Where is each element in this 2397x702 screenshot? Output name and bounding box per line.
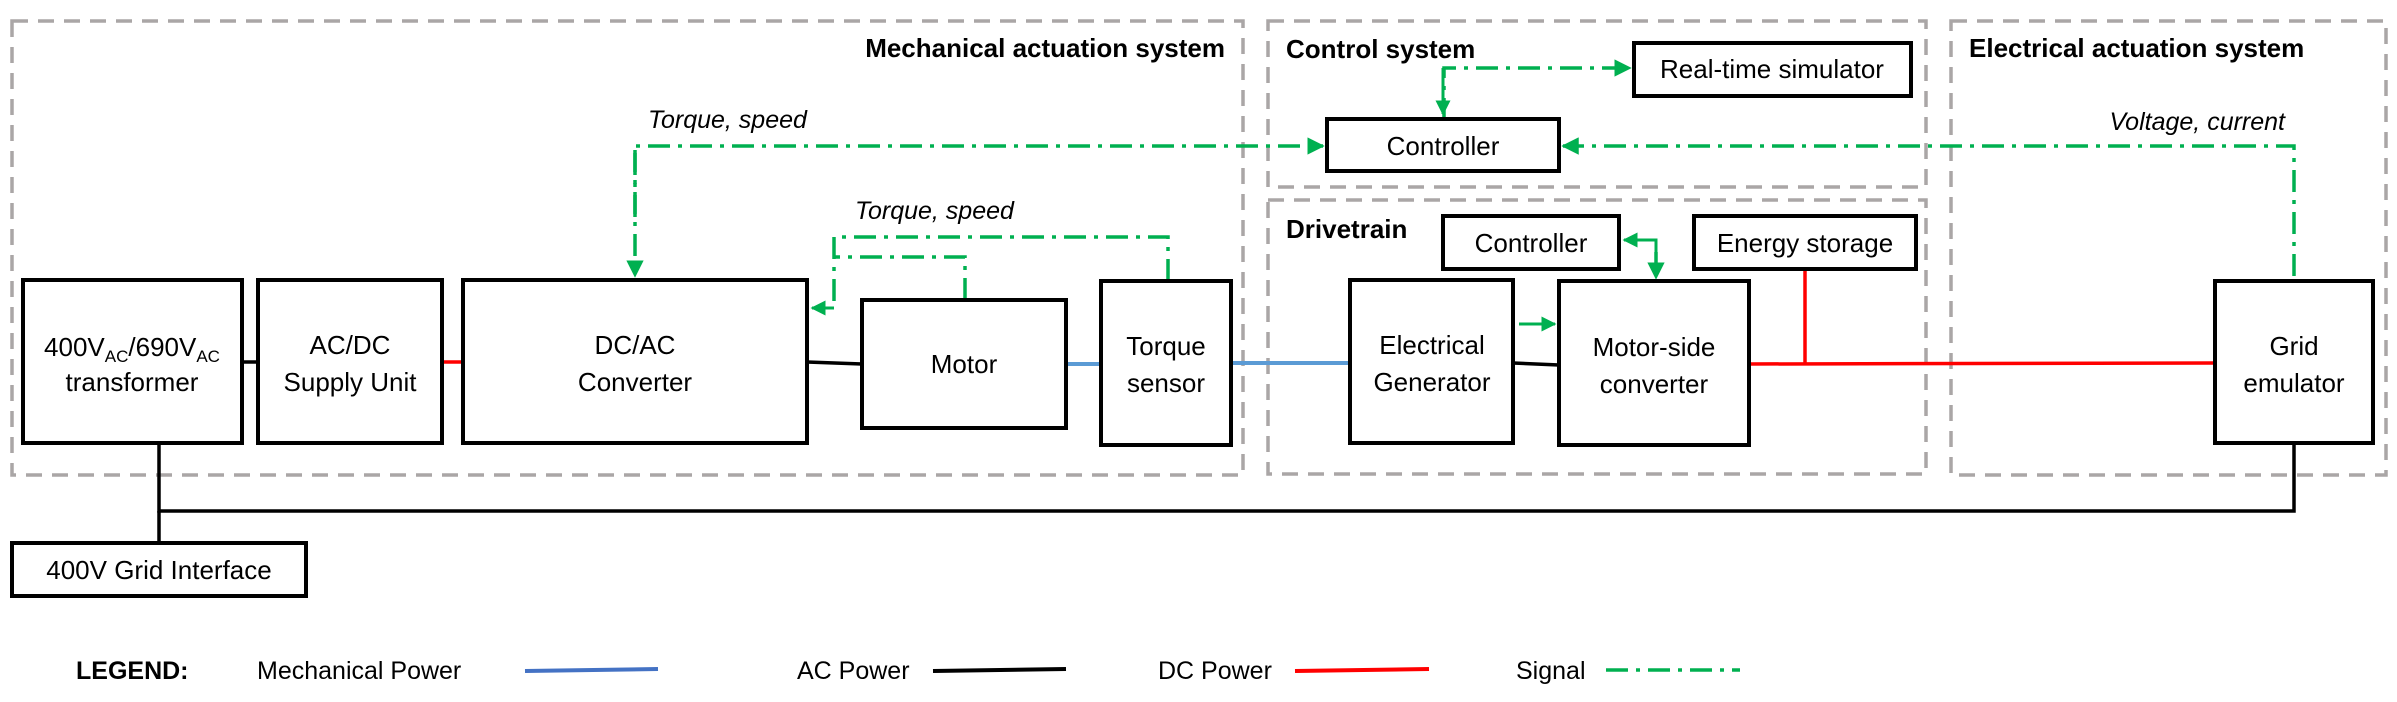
energy-storage-block: Energy storage [1692, 214, 1918, 271]
grid-emulator-label-2: emulator [2243, 368, 2344, 398]
grid-interface-block: 400V Grid Interface [10, 541, 308, 598]
legend-label-ac: AC Power [797, 657, 910, 685]
dc-bus-converter-grid-emulator [1748, 361, 2216, 366]
motor-block: Motor [860, 298, 1068, 430]
ac-link-generator-converter [1512, 361, 1560, 367]
control-system-group [1266, 19, 1928, 189]
torque-speed-label-mid: Torque, speed [855, 197, 1015, 225]
voltage-current-label: Voltage, current [2109, 108, 2286, 136]
electrical-actuation-title: Electrical actuation system [1969, 33, 2304, 63]
realtime-simulator-block: Real-time simulator [1632, 41, 1913, 98]
control-controller-label: Controller [1387, 131, 1500, 161]
legend-title: LEGEND: [76, 657, 189, 685]
grid-emulator-block: Grid emulator [2213, 279, 2375, 445]
grid-interface-label: 400V Grid Interface [46, 555, 271, 585]
acdc-supply-block: AC/DC Supply Unit [256, 278, 444, 445]
converter-label-2: converter [1600, 369, 1709, 399]
legend-label-signal: Signal [1516, 657, 1586, 685]
dcac-converter-block: DC/AC Converter [461, 278, 809, 445]
signal-motor-loop [834, 255, 967, 300]
energy-storage-label: Energy storage [1717, 228, 1893, 258]
motor-label: Motor [931, 349, 998, 379]
converter-label-1: Motor-side [1593, 332, 1716, 362]
transformer-block: 400VAC/690VAC transformer [21, 278, 244, 445]
dcac-label-1: DC/AC [595, 330, 676, 360]
acdc-label-1: AC/DC [310, 330, 391, 360]
legend-label-mechanical: Mechanical Power [257, 657, 461, 685]
legend-swatch-ac [932, 667, 1067, 673]
drivetrain-controller-label: Controller [1475, 228, 1588, 258]
torque-sensor-label-1: Torque [1126, 331, 1206, 361]
acdc-label-2: Supply Unit [284, 367, 418, 397]
ac-grid-loop [157, 443, 2296, 513]
control-system-title: Control system [1286, 34, 1475, 64]
drivetrain-group [1266, 198, 1928, 476]
ac-link-dcac-motor [806, 360, 863, 366]
motor-side-converter-block: Motor-side converter [1557, 279, 1751, 447]
legend-label-dc: DC Power [1158, 657, 1272, 685]
mechanical-actuation-title: Mechanical actuation system [865, 33, 1225, 63]
transformer-label: 400VAC/690VAC [44, 332, 220, 366]
torque-sensor-label-2: sensor [1127, 368, 1205, 398]
torque-speed-label-top: Torque, speed [648, 106, 808, 134]
legend-swatch-dc [1294, 667, 1430, 673]
generator-label-1: Electrical [1379, 330, 1484, 360]
drivetrain-title: Drivetrain [1286, 214, 1407, 244]
transformer-label-2: transformer [66, 367, 199, 397]
legend: LEGEND: Mechanical Power AC Power DC Pow… [76, 657, 1740, 685]
signal-grid-emulator-controller [1561, 137, 2296, 276]
electrical-generator-block: Electrical Generator [1348, 278, 1515, 445]
electrical-actuation-group [1949, 19, 2388, 477]
drivetrain-controller-block: Controller [1441, 214, 1621, 271]
signal-controller-simulator [1442, 59, 1632, 120]
legend-swatch-mechanical [524, 667, 659, 673]
generator-label-2: Generator [1373, 367, 1490, 397]
control-controller-block: Controller [1325, 117, 1561, 173]
torque-sensor-block: Torque sensor [1099, 279, 1233, 447]
signal-converter-controller [1622, 232, 1658, 274]
mechanical-actuation-group [10, 19, 1245, 477]
realtime-simulator-label: Real-time simulator [1660, 54, 1884, 84]
grid-emulator-label-1: Grid [2269, 331, 2318, 361]
dcac-label-2: Converter [578, 367, 692, 397]
signal-torque-sensor-loop [832, 235, 1170, 308]
